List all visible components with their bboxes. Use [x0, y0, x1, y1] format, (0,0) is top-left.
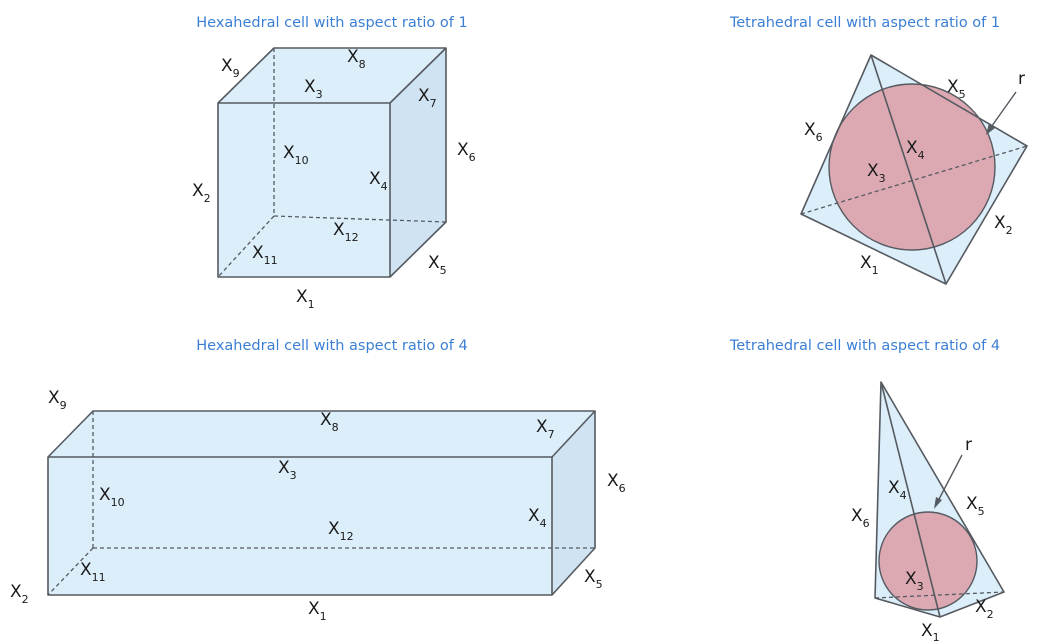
hex4-front-face	[48, 457, 552, 595]
tet-cell-aspect-4: Tetrahedral cell with aspect ratio of 4 …	[729, 338, 1005, 641]
hex4-label-x9: X9	[48, 388, 67, 412]
hex4-top-edges	[47, 410, 596, 458]
tet4-label-x2: X2	[975, 597, 994, 621]
hex1-hidden-edge-x12	[273, 215, 447, 223]
hex4-label-x5: X5	[584, 567, 603, 591]
hex1-top-face	[218, 48, 446, 103]
tet1-label-x1: X1	[860, 253, 879, 277]
tet1-label-x6: X6	[804, 120, 823, 144]
tet1-label-x2: X2	[994, 213, 1013, 237]
hex1-label-x11: X11	[252, 243, 278, 267]
tet4-inscribed-sphere	[878, 511, 978, 611]
tet4-radius-arrowhead	[934, 497, 942, 509]
tet4-hidden-edge-x3	[874, 591, 1005, 599]
hex1-label-x5: X5	[428, 253, 447, 277]
hex1-top-edges	[217, 47, 447, 104]
tet4-title: Tetrahedral cell with aspect ratio of 4	[729, 338, 1000, 354]
tet4-label-x5: X5	[966, 494, 985, 518]
hex1-label-x2: X2	[192, 181, 211, 205]
hex4-right-face	[552, 411, 595, 595]
tet4-radius-arrow	[936, 454, 963, 504]
hex4-label-x6: X6	[607, 471, 626, 495]
tet1-hidden-edge-x3	[800, 145, 1028, 215]
hex1-label-x7: X7	[418, 86, 437, 110]
hex4-top-face	[48, 411, 595, 457]
hex1-label-x8: X8	[347, 47, 366, 71]
hex1-label-x6: X6	[457, 140, 476, 164]
hex1-right-edges	[389, 48, 447, 278]
hex4-label-x4: X4	[528, 506, 547, 530]
tet1-radius-arrowhead	[986, 123, 995, 135]
tet1-edge-x4	[870, 54, 947, 285]
hex1-label-x9: X9	[221, 56, 240, 80]
hex1-label-x12: X12	[333, 220, 359, 244]
tet4-edge-x4	[880, 381, 941, 618]
hex4-label-x2: X2	[10, 582, 29, 606]
tet4-label-r: r	[965, 435, 972, 455]
hex1-label-x4: X4	[369, 169, 388, 193]
tet4-label-x1: X1	[921, 621, 940, 641]
tet1-inscribed-sphere	[828, 83, 996, 251]
tet1-label-r: r	[1018, 69, 1025, 89]
tet4-label-x3: X3	[905, 569, 924, 593]
hex4-hidden-edge-x11	[47, 547, 94, 596]
hex4-title: Hexahedral cell with aspect ratio of 4	[196, 338, 467, 354]
hex4-label-x11: X11	[80, 560, 106, 584]
tet1-label-x5: X5	[947, 77, 966, 101]
hex1-label-x10: X10	[283, 143, 309, 167]
tet1-radius-arrow	[988, 91, 1017, 131]
hex-cell-aspect-1: Hexahedral cell with aspect ratio of 1 X…	[192, 15, 476, 311]
tet4-label-x6: X6	[851, 506, 870, 530]
hex1-label-x3: X3	[304, 77, 323, 101]
tet1-title: Tetrahedral cell with aspect ratio of 1	[729, 15, 1000, 31]
hex4-label-x12: X12	[328, 519, 354, 543]
hex4-label-x3: X3	[278, 458, 297, 482]
hex1-title: Hexahedral cell with aspect ratio of 1	[196, 15, 467, 31]
tet1-label-x3: X3	[867, 161, 886, 185]
hex4-label-x10: X10	[99, 485, 125, 509]
hex4-label-x8: X8	[320, 410, 339, 434]
hex4-label-x7: X7	[536, 417, 555, 441]
hex1-label-x1: X1	[296, 287, 315, 311]
hex-cell-aspect-4: Hexahedral cell with aspect ratio of 4 X…	[10, 338, 626, 623]
tet4-label-x4: X4	[888, 478, 907, 502]
hex4-label-x1: X1	[308, 599, 327, 623]
tet1-label-x4: X4	[906, 138, 925, 162]
hex1-front-face	[218, 103, 390, 277]
hex4-right-edges	[551, 411, 596, 596]
hex1-right-face	[390, 48, 446, 277]
tet-cell-aspect-1: Tetrahedral cell with aspect ratio of 1 …	[729, 15, 1028, 285]
